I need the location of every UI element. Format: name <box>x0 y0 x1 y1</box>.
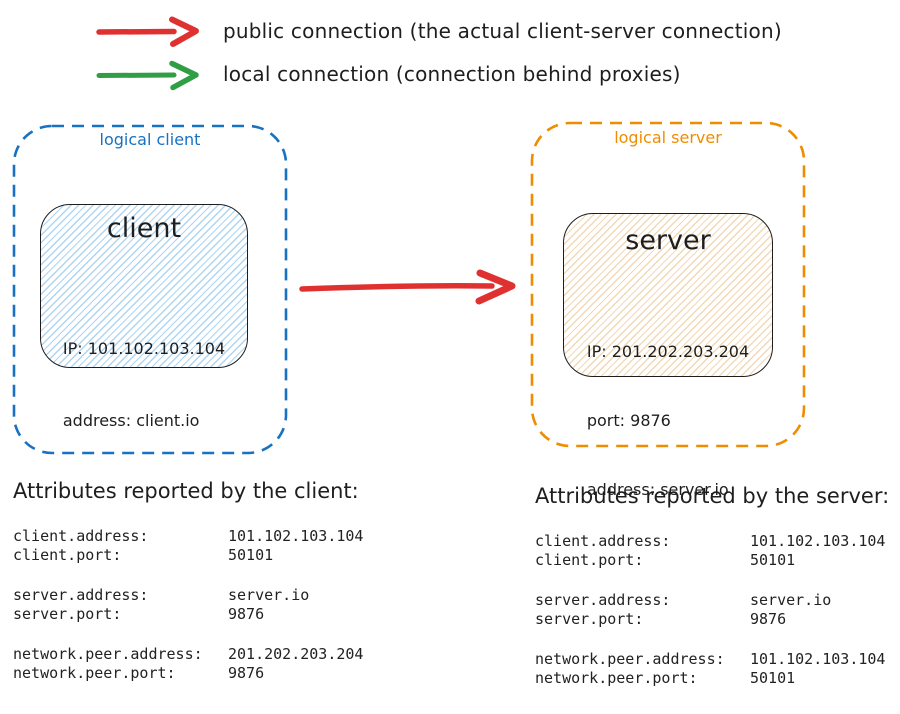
attr-value: 50101 <box>228 546 274 564</box>
server-node: server IP: 201.202.203.204 port: 9876 ad… <box>563 213 773 499</box>
attr-key: server.port: <box>535 610 644 628</box>
attr-key: network.peer.port: <box>535 669 698 687</box>
logical-client-label: logical client <box>99 130 201 149</box>
server-ip-line: IP: 201.202.203.204 <box>586 342 750 361</box>
server-node-title: server <box>625 225 711 256</box>
attr-value: 9876 <box>228 664 265 682</box>
attr-key: client.port: <box>535 551 644 569</box>
server-attr-group-server: server.address: server.io server.port: 9… <box>535 591 885 629</box>
server-attr-group-network-peer: network.peer.address: 101.102.103.104 ne… <box>535 650 885 688</box>
server-address-line: address: server.io <box>586 480 729 499</box>
server-attributes-table: client.address: 101.102.103.104 client.p… <box>535 532 885 709</box>
attr-key: client.port: <box>13 546 122 564</box>
attr-key: server.address: <box>535 591 671 609</box>
attr-row: client.port: 50101 <box>535 551 885 570</box>
server-port-line: port: 9876 <box>586 411 671 430</box>
attr-key: network.peer.address: <box>535 650 725 668</box>
attr-value: 9876 <box>228 605 265 623</box>
logical-client-group-box <box>12 124 288 455</box>
attr-row: network.peer.address: 201.202.203.204 <box>13 645 363 664</box>
attr-key: network.peer.address: <box>13 645 203 663</box>
legend-local-connection-label: local connection (connection behind prox… <box>223 62 681 86</box>
legend-public-connection-label: public connection (the actual client-ser… <box>223 19 782 43</box>
attr-row: network.peer.port: 9876 <box>13 664 363 683</box>
attr-row: client.address: 101.102.103.104 <box>535 532 885 551</box>
client-attr-group-network-peer: network.peer.address: 201.202.203.204 ne… <box>13 645 363 683</box>
red-arrow-icon <box>92 13 204 49</box>
attr-row: server.address: server.io <box>535 591 885 610</box>
attr-row: network.peer.port: 50101 <box>535 669 885 688</box>
attr-row: server.port: 9876 <box>535 610 885 629</box>
attr-value: 201.202.203.204 <box>228 645 364 663</box>
attr-value: 9876 <box>750 610 787 628</box>
server-node-info: IP: 201.202.203.204 port: 9876 address: … <box>564 294 772 547</box>
attr-value: 101.102.103.104 <box>750 532 886 550</box>
client-attributes-title: Attributes reported by the client: <box>13 479 359 503</box>
attr-value: 101.102.103.104 <box>750 650 886 668</box>
logical-server-group-box <box>530 121 806 448</box>
attr-value: 50101 <box>750 669 796 687</box>
client-attr-group-server: server.address: server.io server.port: 9… <box>13 586 363 624</box>
attr-row: server.port: 9876 <box>13 605 363 624</box>
attr-value: 50101 <box>750 551 796 569</box>
client-node-title: client <box>106 213 182 244</box>
attr-value: server.io <box>228 586 310 604</box>
server-attributes-title: Attributes reported by the server: <box>535 484 890 508</box>
client-ip-line: IP: 101.102.103.104 <box>62 339 226 358</box>
green-arrow-icon <box>92 57 204 93</box>
client-node-info: IP: 101.102.103.104 address: client.io <box>41 289 247 481</box>
client-attributes-table: client.address: 101.102.103.104 client.p… <box>13 527 363 704</box>
attr-row: server.address: server.io <box>13 586 363 605</box>
public-connection-arrow-icon <box>296 263 522 313</box>
attr-row: client.address: 101.102.103.104 <box>13 527 363 546</box>
attr-key: client.address: <box>535 532 671 550</box>
attr-key: network.peer.port: <box>13 664 176 682</box>
attr-row: client.port: 50101 <box>13 546 363 565</box>
client-node: client IP: 101.102.103.104 address: clie… <box>40 204 248 430</box>
server-attr-group-client: client.address: 101.102.103.104 client.p… <box>535 532 885 570</box>
attr-value: 101.102.103.104 <box>228 527 364 545</box>
logical-server-label: logical server <box>614 128 722 147</box>
attr-key: server.address: <box>13 586 149 604</box>
attr-key: server.port: <box>13 605 122 623</box>
attr-row: network.peer.address: 101.102.103.104 <box>535 650 885 669</box>
client-address-line: address: client.io <box>62 411 200 430</box>
attr-value: server.io <box>750 591 832 609</box>
attr-key: client.address: <box>13 527 149 545</box>
client-attr-group-client: client.address: 101.102.103.104 client.p… <box>13 527 363 565</box>
